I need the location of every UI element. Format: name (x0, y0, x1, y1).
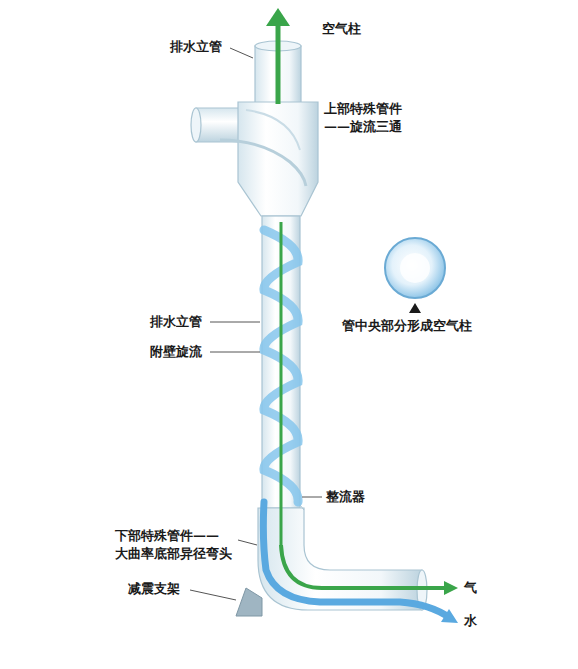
air-arrowhead (266, 8, 290, 26)
swirl-channel (220, 140, 306, 186)
rectifier-joint (300, 505, 304, 510)
part-label: 气 (464, 579, 477, 597)
inlet-end (191, 108, 201, 142)
leader-lines (190, 48, 322, 600)
part-label: 整流器 (326, 488, 365, 506)
air-arrowhead (444, 581, 458, 595)
pointer-triangle (409, 303, 421, 313)
water-flow (263, 502, 450, 618)
part-label: 附壁旋流 (150, 343, 202, 361)
part-label: 空气柱 (322, 20, 361, 38)
part-label: 减震支架 (128, 580, 180, 598)
part-label: 上部特殊管件 ——旋流三通 (324, 100, 409, 135)
part-label: 下部特殊管件—— 大曲率底部异径弯头 (115, 527, 233, 562)
air-column (280, 222, 283, 545)
air-column (276, 24, 281, 104)
swirl-channel (246, 110, 300, 150)
damping-bracket (236, 588, 262, 616)
swirl-tee (238, 102, 318, 216)
part-label: 排水立管 (150, 313, 202, 331)
part-label: 水 (464, 612, 477, 630)
part-label: 管中央部分形成空气柱 (342, 317, 472, 335)
water-arrowhead (441, 609, 458, 623)
air-core (400, 253, 430, 283)
air-flow (281, 545, 446, 588)
cross-section (385, 238, 445, 298)
part-label: 排水立管 (170, 38, 222, 56)
